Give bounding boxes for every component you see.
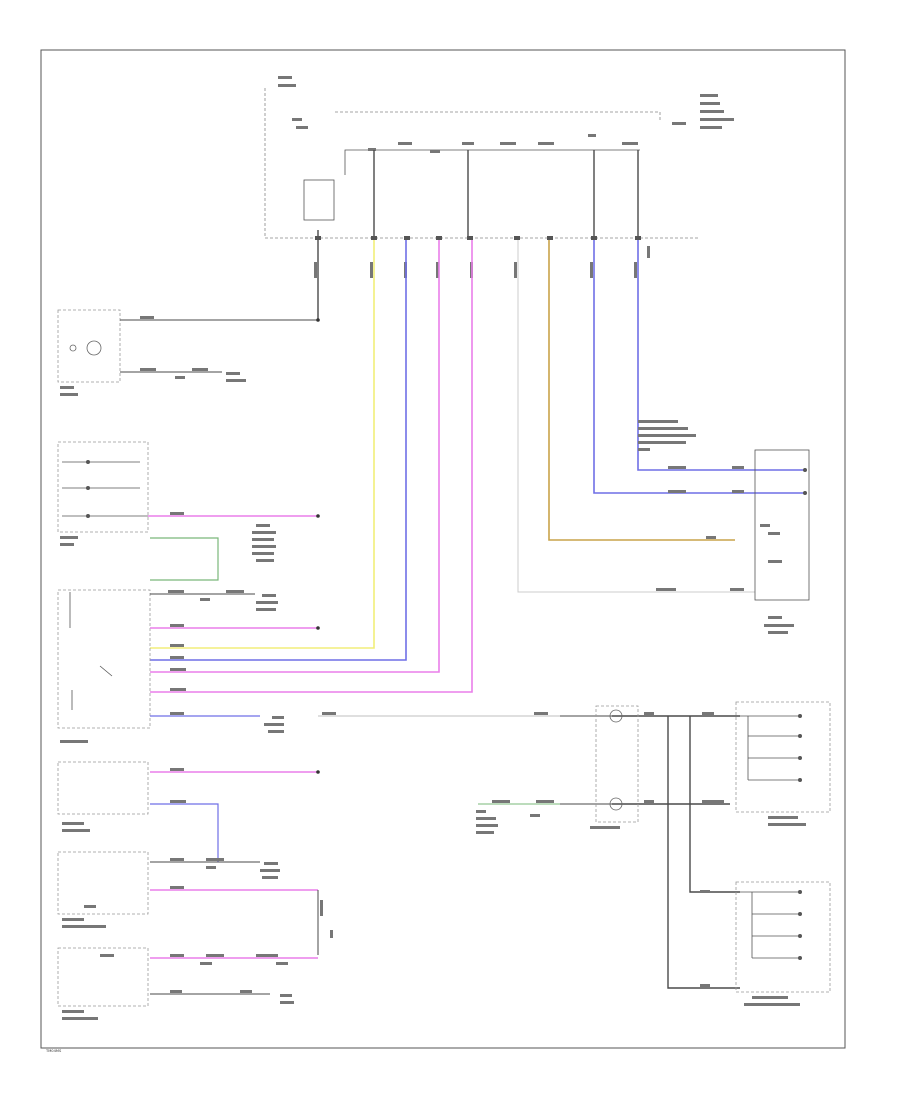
hazard-switch <box>57 947 318 1020</box>
harness-pin-markers <box>315 236 641 240</box>
diagram-frame <box>40 49 846 1049</box>
harness-connector-labels <box>314 246 650 278</box>
headlight-switch <box>57 589 320 743</box>
top-harness <box>150 150 805 693</box>
traction-control-switch <box>57 851 333 955</box>
right-mid-component <box>638 420 810 634</box>
steering-wheel-switches <box>318 701 831 1006</box>
clockspring <box>595 705 639 823</box>
page-code: TM04MS <box>45 1049 62 1053</box>
top-module-outline <box>264 88 700 239</box>
horn-switch <box>57 309 320 396</box>
panel-dimmer-switch <box>57 761 320 862</box>
washer-switch <box>57 441 320 581</box>
fuse-block <box>303 179 335 221</box>
top-module-pin-labels <box>278 76 734 153</box>
top-module <box>264 76 734 239</box>
